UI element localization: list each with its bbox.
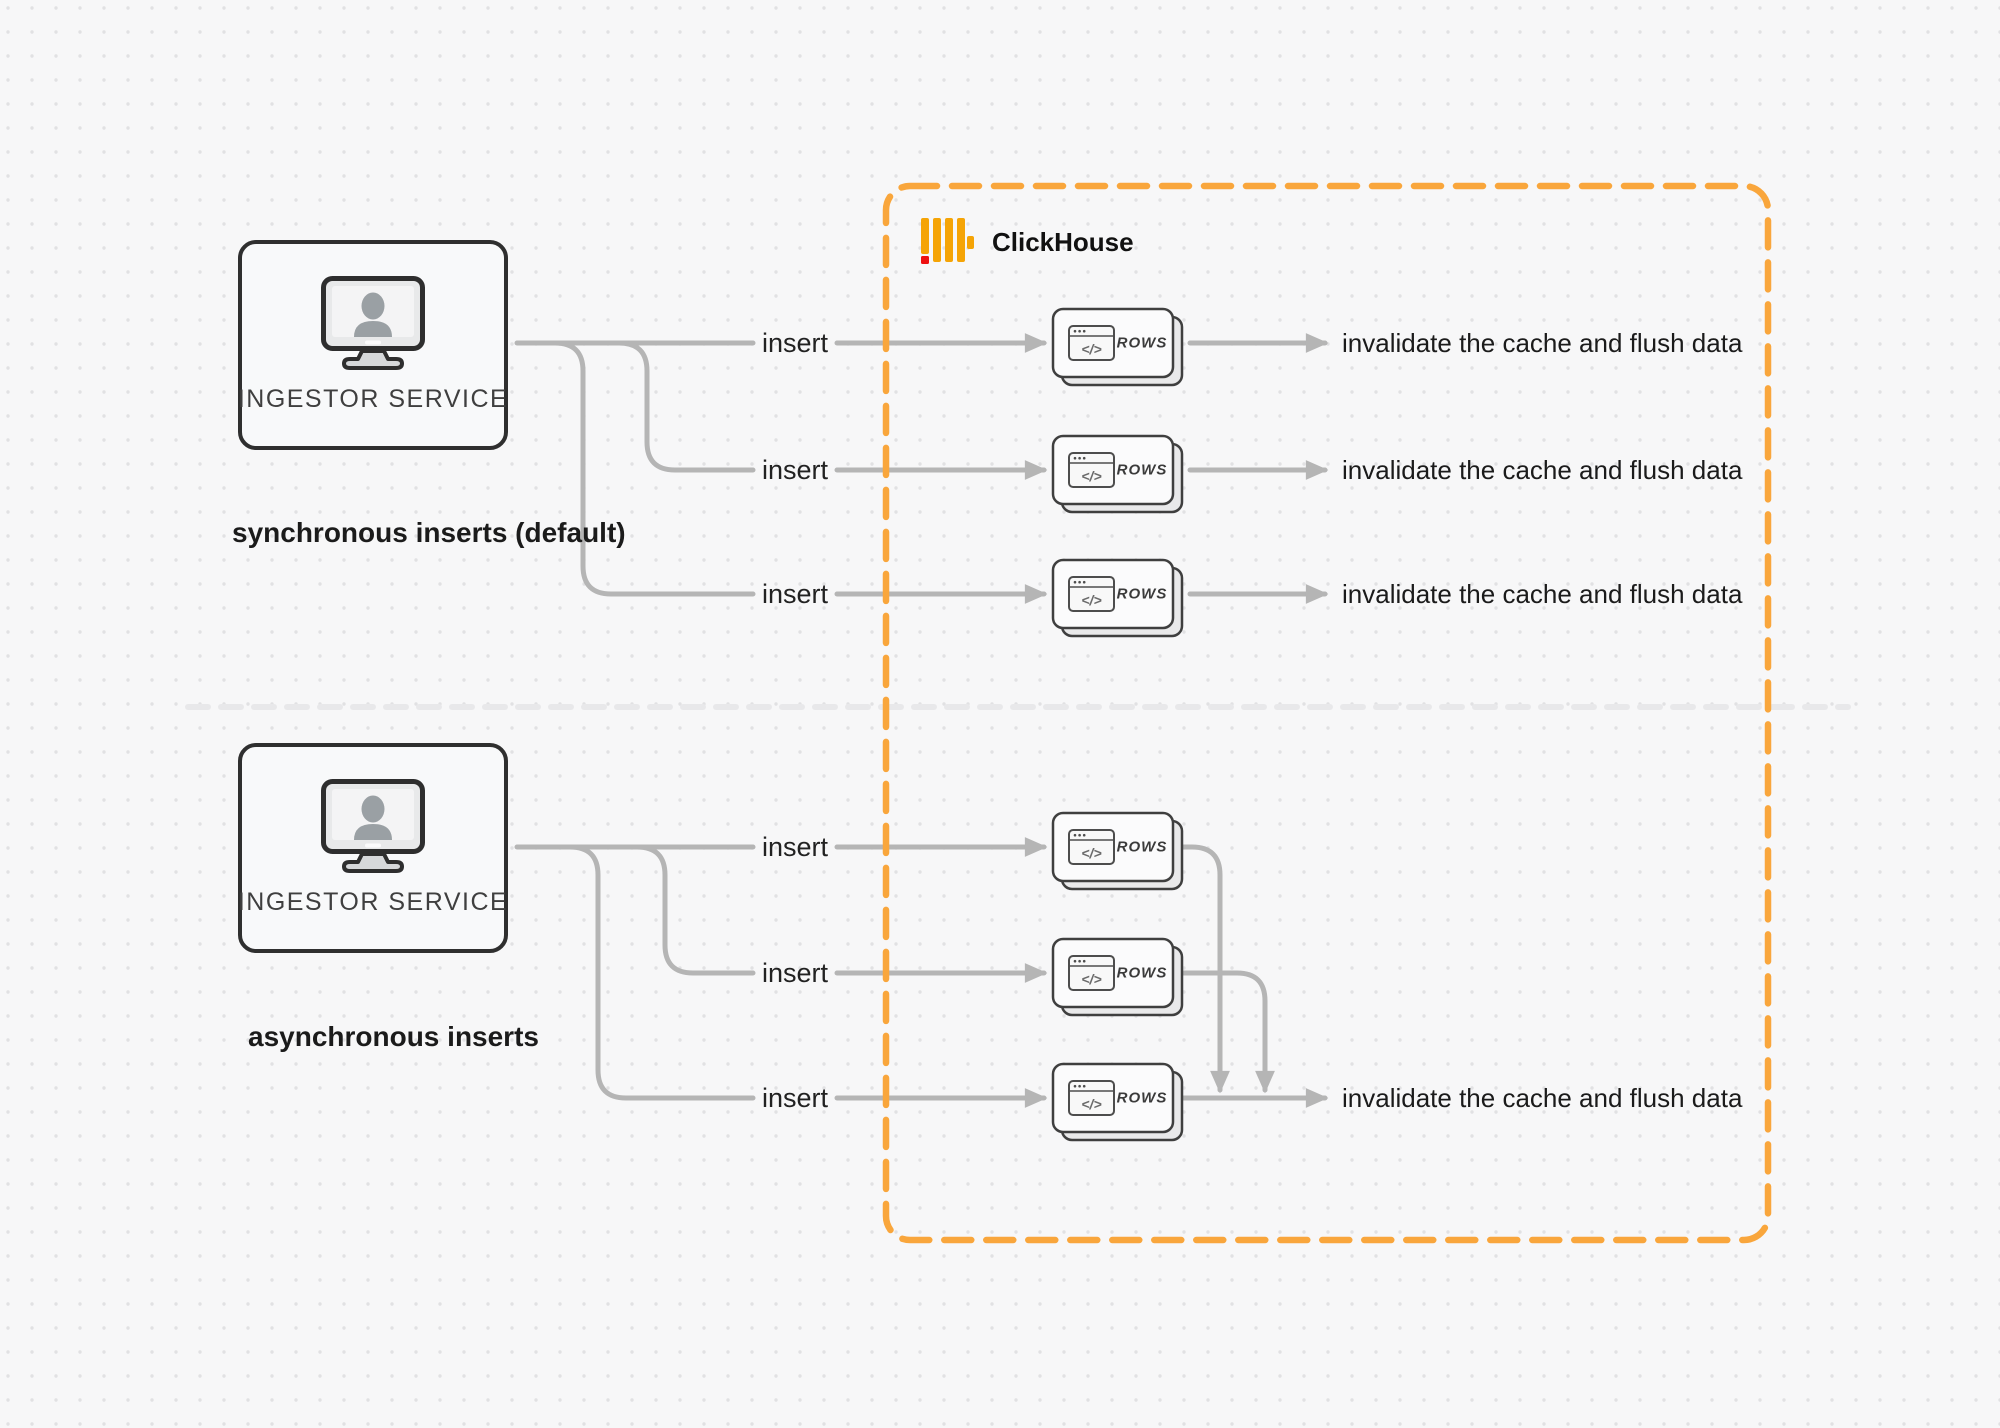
insert-label: insert <box>762 579 829 609</box>
rows-node: ROWS <box>1051 1062 1184 1142</box>
result-label: invalidate the cache and flush data <box>1342 1083 1743 1113</box>
clickhouse-label: ClickHouse <box>992 227 1134 257</box>
rows-label: ROWS <box>1117 335 1168 352</box>
insert-label: insert <box>762 832 829 862</box>
rows-label: ROWS <box>1117 586 1168 603</box>
clickhouse-logo <box>921 218 974 264</box>
result-label: invalidate the cache and flush data <box>1342 579 1743 609</box>
logo-bar <box>933 218 941 262</box>
insert-label: insert <box>762 455 829 485</box>
ingestor-service-label: INGESTOR SERVICE <box>238 385 508 413</box>
rows-label: ROWS <box>1117 965 1168 982</box>
result-labels: invalidate the cache and flush data inva… <box>1342 328 1743 1113</box>
clickhouse-boundary <box>882 182 1772 1244</box>
logo-bar <box>957 218 965 262</box>
rows-label: ROWS <box>1117 1090 1168 1107</box>
logo-bar <box>921 218 929 254</box>
connector-async-branch-row3 <box>567 844 756 1101</box>
connector-sync-branch-row2 <box>616 340 756 473</box>
connector-lines <box>514 333 1329 1108</box>
rows-node: ROWS <box>1051 434 1184 514</box>
rows-node: ROWS <box>1051 307 1184 387</box>
sync-section-title: synchronous inserts (default) <box>232 517 626 548</box>
logo-bar-short <box>967 236 974 249</box>
result-label: invalidate the cache and flush data <box>1342 328 1743 358</box>
connector-async-branch-row2 <box>634 844 756 976</box>
rows-label: ROWS <box>1117 839 1168 856</box>
rows-label: ROWS <box>1117 462 1168 479</box>
connector-async-row1-merge <box>1172 844 1230 1094</box>
async-section-title: asynchronous inserts <box>248 1021 539 1052</box>
rows-node: ROWS <box>1051 558 1184 638</box>
result-label: invalidate the cache and flush data <box>1342 455 1743 485</box>
insert-label: insert <box>762 958 829 988</box>
rows-nodes: ROWS ROWS ROWS ROWS ROWS ROWS <box>1051 307 1184 1142</box>
insert-labels: insert insert insert insert insert inser… <box>762 328 829 1113</box>
connector-sync-branch-row3 <box>552 340 756 597</box>
insert-label: insert <box>762 1083 829 1113</box>
rows-node: ROWS <box>1051 937 1184 1017</box>
ingestor-service-label: INGESTOR SERVICE <box>238 888 508 916</box>
ingestor-service-box-sync: INGESTOR SERVICE <box>238 240 508 450</box>
insert-label: insert <box>762 328 829 358</box>
rows-node: ROWS <box>1051 811 1184 891</box>
logo-bar <box>945 218 953 262</box>
ingestor-service-box-async: INGESTOR SERVICE <box>238 743 508 953</box>
connector-async-row2-merge <box>1172 970 1275 1094</box>
logo-red-dot <box>921 256 929 264</box>
